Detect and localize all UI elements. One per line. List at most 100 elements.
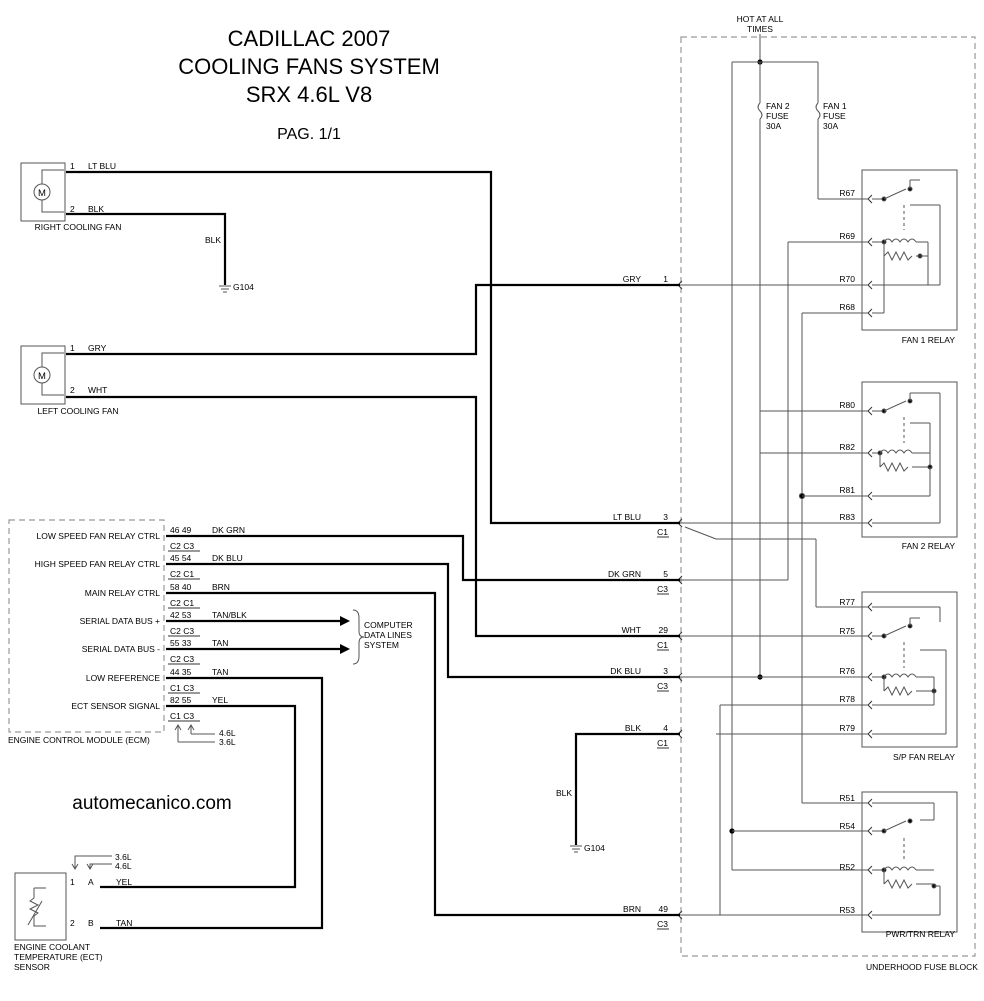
svg-text:1: 1 bbox=[70, 161, 75, 171]
svg-text:55 33: 55 33 bbox=[170, 638, 192, 648]
svg-text:A: A bbox=[88, 877, 94, 887]
sp-fan-relay-label: S/P FAN RELAY bbox=[893, 752, 955, 762]
fuse-block-internal-wiring bbox=[680, 241, 868, 916]
fan-1-fuse-fuse: FUSE bbox=[823, 111, 846, 121]
svg-text:2: 2 bbox=[70, 385, 75, 395]
fuse-block-label: UNDERHOOD FUSE BLOCK bbox=[866, 962, 978, 972]
svg-text:SENSOR: SENSOR bbox=[14, 962, 50, 972]
svg-text:C1 C3: C1 C3 bbox=[170, 683, 194, 693]
svg-text:B: B bbox=[88, 918, 94, 928]
svg-text:5: 5 bbox=[663, 569, 668, 579]
pwr-trn-relay-box bbox=[861, 791, 958, 933]
svg-text:R53: R53 bbox=[839, 905, 855, 915]
svg-text:C1: C1 bbox=[657, 527, 668, 537]
svg-text:BLK: BLK bbox=[625, 723, 641, 733]
right-fan-motor-symbol: M bbox=[38, 188, 46, 199]
svg-text:R69: R69 bbox=[839, 231, 855, 241]
fan-1-relay-internals bbox=[872, 179, 941, 314]
svg-text:LOW SPEED FAN RELAY CTRL: LOW SPEED FAN RELAY CTRL bbox=[37, 531, 161, 541]
svg-text:2: 2 bbox=[70, 204, 75, 214]
svg-text:R79: R79 bbox=[839, 723, 855, 733]
ecm-rows: LOW SPEED FAN RELAY CTRL 46 49 DK GRN C2… bbox=[35, 525, 247, 721]
svg-text:HIGH SPEED FAN RELAY CTRL: HIGH SPEED FAN RELAY CTRL bbox=[35, 559, 161, 569]
svg-text:BLK: BLK bbox=[556, 788, 572, 798]
fan-1-relay-box bbox=[861, 169, 958, 331]
svg-text:WHT: WHT bbox=[88, 385, 107, 395]
svg-text:3: 3 bbox=[663, 512, 668, 522]
right-cooling-fan-box bbox=[20, 162, 66, 222]
svg-text:R70: R70 bbox=[839, 274, 855, 284]
fan-1-fuse-name: FAN 1 bbox=[823, 101, 847, 111]
svg-text:R80: R80 bbox=[839, 400, 855, 410]
computer-data-line-3: SYSTEM bbox=[364, 640, 399, 650]
svg-text:YEL: YEL bbox=[212, 695, 228, 705]
svg-text:R52: R52 bbox=[839, 862, 855, 872]
fuse-block-terminals: GRY 1 LT BLU 3 C1 DK GRN 5 C3 WHT 29 C1 … bbox=[608, 274, 668, 929]
svg-text:R81: R81 bbox=[839, 485, 855, 495]
svg-text:58 40: 58 40 bbox=[170, 582, 192, 592]
fan-1-relay-label: FAN 1 RELAY bbox=[902, 335, 956, 345]
svg-text:1: 1 bbox=[70, 877, 75, 887]
svg-text:82 55: 82 55 bbox=[170, 695, 192, 705]
ground-top-label: G104 bbox=[233, 282, 254, 292]
svg-text:DK BLU: DK BLU bbox=[212, 553, 243, 563]
svg-text:MAIN RELAY CTRL: MAIN RELAY CTRL bbox=[85, 588, 161, 598]
svg-text:ENGINE COOLANT: ENGINE COOLANT bbox=[14, 942, 90, 952]
svg-text:R78: R78 bbox=[839, 694, 855, 704]
svg-text:DK GRN: DK GRN bbox=[212, 525, 245, 535]
relay-pins: R67 R69 R70 R68 R80 R82 R81 R83 R77 R75 … bbox=[839, 188, 855, 915]
svg-text:TAN/BLK: TAN/BLK bbox=[212, 610, 247, 620]
svg-text:SERIAL DATA BUS +: SERIAL DATA BUS + bbox=[80, 616, 160, 626]
fan-1-fuse-rating: 30A bbox=[823, 121, 838, 131]
svg-text:GRY: GRY bbox=[623, 274, 642, 284]
svg-text:42 53: 42 53 bbox=[170, 610, 192, 620]
svg-text:45 54: 45 54 bbox=[170, 553, 192, 563]
ground-mid-icon bbox=[570, 845, 582, 853]
svg-text:C1: C1 bbox=[657, 640, 668, 650]
fan-2-relay-box bbox=[861, 381, 958, 538]
svg-text:C3: C3 bbox=[657, 584, 668, 594]
ground-top-icon bbox=[219, 285, 231, 293]
svg-text:C2 C3: C2 C3 bbox=[170, 654, 194, 664]
hot-at-all-times-line-1: HOT AT ALL bbox=[737, 14, 784, 24]
svg-text:BLK: BLK bbox=[205, 235, 221, 245]
computer-data-line-1: COMPUTER bbox=[364, 620, 413, 630]
svg-text:BRN: BRN bbox=[623, 904, 641, 914]
left-cooling-fan-box bbox=[20, 345, 66, 405]
svg-text:TEMPERATURE (ECT): TEMPERATURE (ECT) bbox=[14, 952, 103, 962]
svg-text:3.6L: 3.6L bbox=[219, 737, 236, 747]
svg-text:C3: C3 bbox=[657, 919, 668, 929]
svg-text:R77: R77 bbox=[839, 597, 855, 607]
svg-text:ECT SENSOR SIGNAL: ECT SENSOR SIGNAL bbox=[71, 701, 160, 711]
ect-sensor-box bbox=[14, 872, 67, 941]
svg-text:TAN: TAN bbox=[212, 638, 228, 648]
svg-text:C2 C1: C2 C1 bbox=[170, 598, 194, 608]
left-fan-label: LEFT COOLING FAN bbox=[37, 406, 118, 416]
fan-2-fuse-icon bbox=[757, 102, 763, 120]
fan-1-fuse-icon bbox=[815, 102, 821, 120]
svg-text:C2 C3: C2 C3 bbox=[170, 626, 194, 636]
svg-text:3.6L: 3.6L bbox=[115, 852, 132, 862]
svg-text:46 49: 46 49 bbox=[170, 525, 192, 535]
svg-text:1: 1 bbox=[663, 274, 668, 284]
pwr-trn-relay-internals bbox=[872, 802, 941, 916]
svg-text:GRY: GRY bbox=[88, 343, 107, 353]
svg-text:C1: C1 bbox=[657, 738, 668, 748]
svg-text:C2 C1: C2 C1 bbox=[170, 569, 194, 579]
svg-text:YEL: YEL bbox=[116, 877, 132, 887]
svg-text:29: 29 bbox=[659, 625, 669, 635]
svg-text:2: 2 bbox=[70, 918, 75, 928]
svg-text:R54: R54 bbox=[839, 821, 855, 831]
sp-fan-relay-box bbox=[861, 591, 958, 748]
fan-2-relay-label: FAN 2 RELAY bbox=[902, 541, 956, 551]
svg-text:TAN: TAN bbox=[116, 918, 132, 928]
svg-text:TAN: TAN bbox=[212, 667, 228, 677]
svg-text:R68: R68 bbox=[839, 302, 855, 312]
hot-at-all-times-line-2: TIMES bbox=[747, 24, 773, 34]
ground-mid-label: G104 bbox=[584, 843, 605, 853]
svg-text:LT BLU: LT BLU bbox=[613, 512, 641, 522]
right-fan-label: RIGHT COOLING FAN bbox=[35, 222, 122, 232]
svg-text:R83: R83 bbox=[839, 512, 855, 522]
ect-thermistor-icon bbox=[28, 887, 46, 927]
svg-text:C1 C3: C1 C3 bbox=[170, 711, 194, 721]
